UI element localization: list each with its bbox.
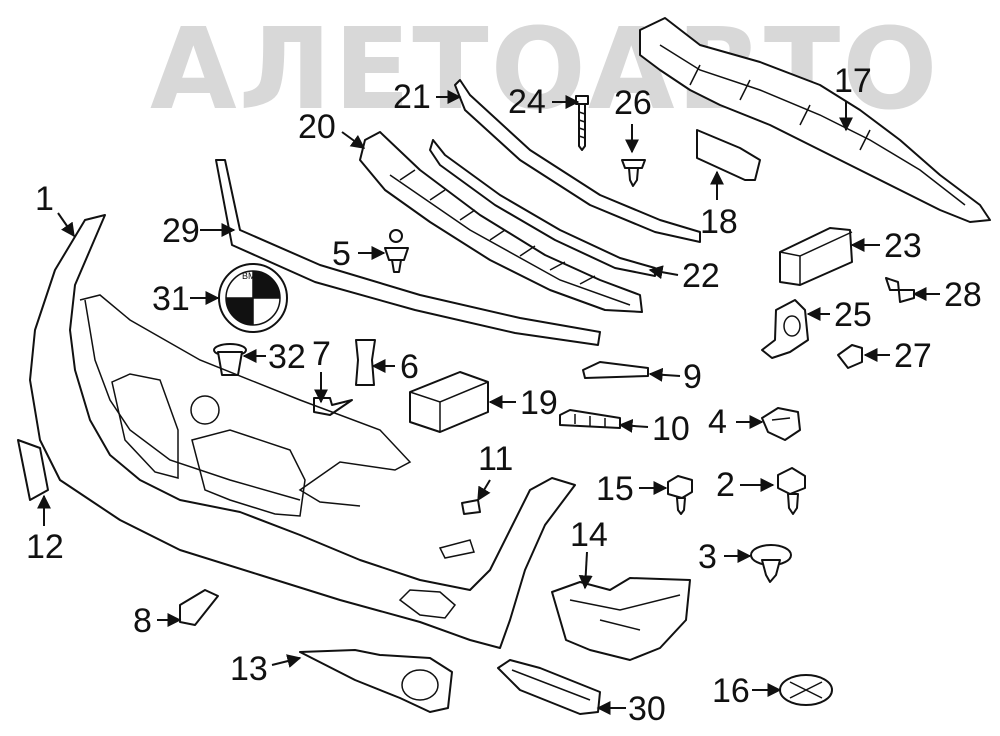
part-28-clip [885,277,915,303]
callout-1: 1 [35,180,54,218]
part-31-bmw-emblem: BMW [218,263,288,333]
callout-15: 15 [596,470,634,508]
part-13-fog-grille [299,649,453,713]
part-30-trim [497,659,601,715]
part-6-bracket [355,339,376,386]
callout-32: 32 [268,338,306,376]
callout-13: 13 [230,650,268,688]
part-12-reflector [17,439,49,501]
callout-30: 30 [628,690,666,728]
part-27-cap [837,344,863,369]
callout-31: 31 [152,280,190,318]
callout-10: 10 [652,410,690,448]
part-15-screw [667,475,693,515]
callout-29: 29 [162,212,200,250]
part-21-upper-trim-strip [454,79,701,243]
callout-21: 21 [393,78,431,116]
emblem-logo-text: BMW [242,271,265,281]
part-5-clip [384,229,409,273]
part-14-bracket [551,577,691,661]
callout-2: 2 [716,466,735,504]
callout-8: 8 [133,602,152,640]
callout-9: 9 [683,358,702,396]
part-4-clip [761,407,801,441]
callout-7: 7 [312,335,331,373]
callout-6: 6 [400,348,419,386]
callout-19: 19 [520,384,558,422]
callout-16: 16 [712,672,750,710]
callout-28: 28 [944,276,982,314]
part-3-screw [750,544,792,583]
part-32-grommet [213,343,247,376]
part-26-screw [621,159,646,187]
part-25-bracket [761,299,809,359]
part-8-bracket [179,589,219,626]
part-18-bracket [696,129,761,181]
part-1-bumper-cover [29,214,576,649]
part-9-trim-piece [582,361,649,379]
callout-17: 17 [834,62,872,100]
callout-24: 24 [508,83,546,121]
callout-23: 23 [884,227,922,265]
part-11-cap [461,499,481,515]
callout-18: 18 [700,203,738,241]
callout-3: 3 [698,538,717,576]
callout-25: 25 [834,296,872,334]
callout-labels: 1 2 3 4 5 6 7 8 9 10 11 12 13 14 15 16 1… [26,62,982,728]
callout-12: 12 [26,528,64,566]
part-23-bracket [779,227,853,286]
part-10-trim-piece [559,409,621,429]
callout-22: 22 [682,257,720,295]
part-29-molding [215,159,601,346]
callout-14: 14 [570,516,608,554]
part-20-energy-absorber [359,131,643,313]
part-17-impact-bar [639,17,991,223]
callout-27: 27 [894,337,932,375]
part-19-sensor-module [409,371,489,433]
leader-lines [37,90,940,715]
part-2-screw [777,467,806,515]
callout-5: 5 [332,235,351,273]
part-16-clip [779,674,833,706]
part-24-bolt [575,95,589,151]
callout-20: 20 [298,108,336,146]
callout-11: 11 [478,440,513,478]
callout-26: 26 [614,84,652,122]
callout-4: 4 [708,403,727,441]
